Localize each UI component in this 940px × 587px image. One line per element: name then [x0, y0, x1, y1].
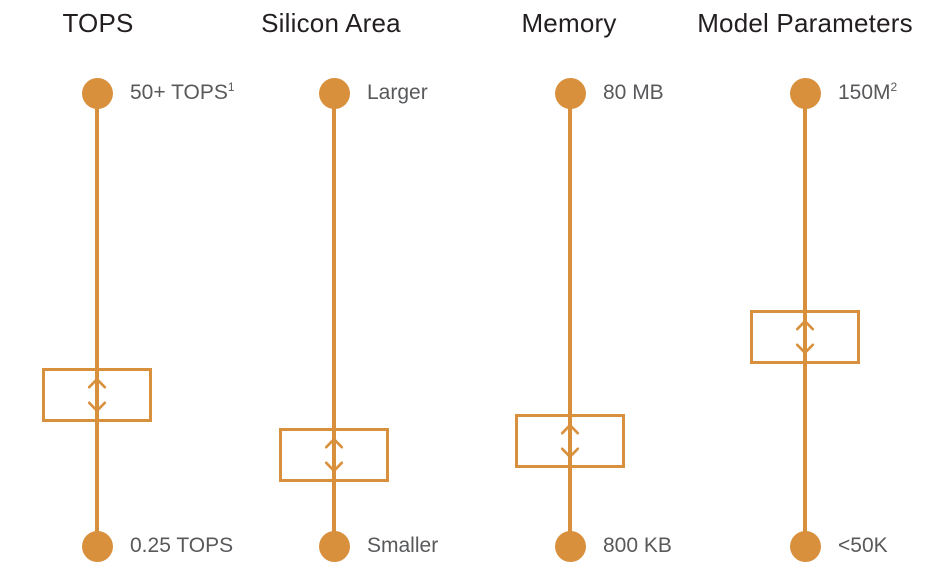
- column-header-tops: TOPS: [62, 8, 134, 38]
- slider-column-memory: Memory 80 MB 800 KB: [473, 0, 723, 587]
- slider-track-memory[interactable]: [568, 88, 572, 548]
- slider-track-silicon-area[interactable]: [332, 88, 336, 548]
- slider-min-label-tops: 0.25 TOPS: [130, 534, 233, 558]
- slider-min-label-model-parameters: <50K: [838, 534, 888, 558]
- slider-column-silicon-area: Silicon Area Larger Smaller: [237, 0, 487, 587]
- slider-handle-model-parameters[interactable]: [750, 310, 860, 364]
- slider-max-knob-tops[interactable]: [82, 78, 113, 109]
- slider-min-label-silicon-area: Smaller: [367, 534, 438, 558]
- slider-max-label-model-parameters: 150M2: [838, 81, 897, 105]
- slider-column-model-parameters: Model Parameters 150M2 <50K: [697, 0, 940, 587]
- slider-max-knob-model-parameters[interactable]: [790, 78, 821, 109]
- slider-max-label-footnote-tops: 1: [227, 80, 235, 94]
- slider-handle-silicon-area[interactable]: [279, 428, 389, 482]
- up-down-arrow-icon: [323, 437, 345, 473]
- slider-min-label-text-tops: 0.25 TOPS: [130, 534, 234, 557]
- slider-max-label-text-memory: 80 MB: [603, 81, 664, 104]
- slider-min-knob-model-parameters[interactable]: [790, 531, 821, 562]
- slider-handle-tops[interactable]: [42, 368, 152, 422]
- slider-column-tops: TOPS 50+ TOPS1 0.25 TOPS: [0, 0, 250, 587]
- slider-handle-memory[interactable]: [515, 414, 625, 468]
- up-down-arrow-icon: [794, 319, 816, 355]
- slider-min-label-memory: 800 KB: [603, 534, 672, 558]
- slider-track-model-parameters[interactable]: [803, 88, 807, 548]
- column-header-model-parameters: Model Parameters: [697, 8, 913, 38]
- slider-min-label-text-memory: 800 KB: [603, 534, 672, 557]
- up-down-arrow-icon: [559, 423, 581, 459]
- slider-max-label-footnote-model-parameters: 2: [890, 80, 898, 94]
- slider-min-label-text-silicon-area: Smaller: [367, 534, 439, 557]
- slider-min-knob-tops[interactable]: [82, 531, 113, 562]
- slider-max-label-silicon-area: Larger: [367, 81, 428, 105]
- column-header-silicon-area: Silicon Area: [261, 8, 401, 38]
- slider-max-label-text-model-parameters: 150M: [838, 81, 891, 104]
- slider-min-knob-silicon-area[interactable]: [319, 531, 350, 562]
- slider-max-label-text-silicon-area: Larger: [367, 81, 428, 104]
- slider-max-label-tops: 50+ TOPS1: [130, 81, 235, 105]
- slider-min-knob-memory[interactable]: [555, 531, 586, 562]
- slider-max-knob-silicon-area[interactable]: [319, 78, 350, 109]
- up-down-arrow-icon: [86, 377, 108, 413]
- slider-min-label-text-model-parameters: <50K: [838, 534, 888, 557]
- slider-max-label-text-tops: 50+ TOPS: [130, 81, 228, 104]
- slider-max-knob-memory[interactable]: [555, 78, 586, 109]
- slider-max-label-memory: 80 MB: [603, 81, 664, 105]
- slider-track-tops[interactable]: [95, 88, 99, 548]
- column-header-memory: Memory: [521, 8, 617, 38]
